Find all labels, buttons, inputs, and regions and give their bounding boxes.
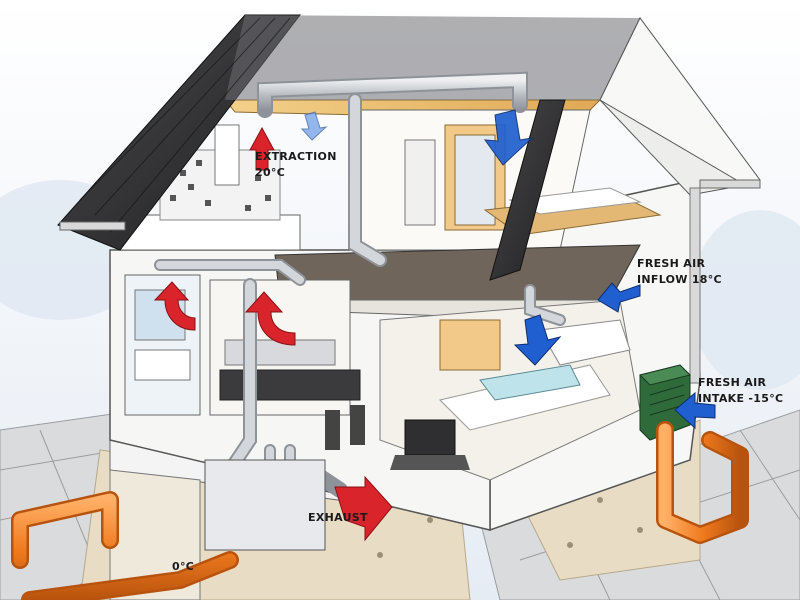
intake-terminal [639, 364, 691, 441]
cloud-right [690, 210, 800, 390]
attic-supply-arrow-icon [300, 111, 328, 141]
exhaust-label: EXHAUST [308, 511, 368, 524]
intake-arrow-icon [674, 391, 716, 430]
diagram-labels: EXTRACTION 20°C FRESH AIR INFLOW 18°C FR… [172, 150, 783, 573]
extraction-arrow-icon [249, 126, 275, 171]
extraction-label-line2: 20°C [255, 166, 285, 179]
exhaust-arrow-icon [334, 475, 393, 542]
warm-air-arrows [153, 126, 393, 542]
kitchen-warm-arrow-icon [244, 291, 296, 346]
inflow-arrow-icon [597, 282, 641, 313]
intake-label-line2: INTAKE -15°C [698, 392, 783, 405]
ground-temp-label: 0°C [172, 560, 194, 573]
bedroom-supply-arrow-icon [483, 109, 534, 166]
cool-air-arrows [300, 109, 716, 430]
roof [57, 14, 761, 384]
living-supply-arrow-icon [513, 314, 562, 366]
inflow-label-line1: FRESH AIR [637, 257, 705, 270]
bathroom-warm-arrow-icon [153, 281, 196, 331]
intake-label-line1: FRESH AIR [698, 376, 766, 389]
extraction-label-line1: EXTRACTION [255, 150, 337, 163]
ground-pipe [11, 421, 749, 600]
inflow-label-line2: INFLOW 18°C [637, 273, 722, 286]
heat-recovery-unit [204, 459, 326, 551]
